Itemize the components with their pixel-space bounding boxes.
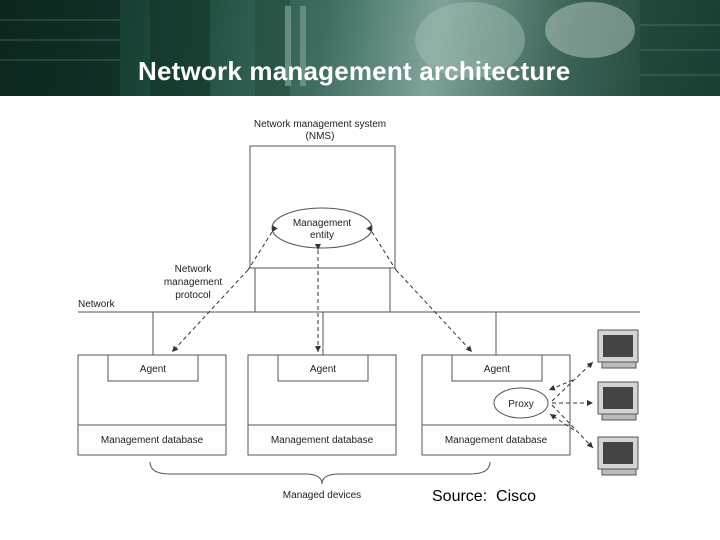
computer-icon bbox=[597, 329, 639, 369]
header-banner: Network management architecture bbox=[0, 0, 720, 96]
protocol-label-3: protocol bbox=[175, 290, 211, 301]
slide-title: Network management architecture bbox=[138, 56, 571, 86]
agent-box-1 bbox=[107, 354, 199, 382]
managed-devices-label: Managed devices bbox=[283, 490, 361, 501]
server-racks-image bbox=[0, 0, 720, 96]
agent-label-1: Agent bbox=[140, 364, 166, 375]
protocol-arrows bbox=[171, 225, 594, 449]
managed-devices-bracket bbox=[149, 461, 491, 485]
db-label-2: Management database bbox=[271, 435, 374, 446]
db-label-1: Management database bbox=[101, 435, 204, 446]
computer-icon bbox=[597, 436, 639, 476]
nms-label-sub: (NMS) bbox=[306, 131, 335, 142]
computer-icon bbox=[597, 381, 639, 421]
source-credit: Source: Cisco bbox=[432, 488, 537, 505]
agent-label-3: Agent bbox=[484, 364, 510, 375]
protocol-label-2: management bbox=[164, 277, 223, 288]
network-label: Network bbox=[78, 299, 116, 310]
nms-box bbox=[249, 145, 396, 269]
nms-label: Network management system bbox=[254, 119, 386, 130]
db-label-3: Management database bbox=[445, 435, 548, 446]
entity-label-sub: entity bbox=[310, 230, 334, 241]
proxy-ellipse bbox=[493, 387, 549, 419]
protocol-label-1: Network bbox=[175, 264, 213, 275]
proxy-label: Proxy bbox=[508, 399, 534, 410]
entity-label: Management bbox=[293, 218, 352, 229]
agent-box-3 bbox=[451, 354, 543, 382]
agent-box-2 bbox=[277, 354, 369, 382]
agent-label-2: Agent bbox=[310, 364, 336, 375]
